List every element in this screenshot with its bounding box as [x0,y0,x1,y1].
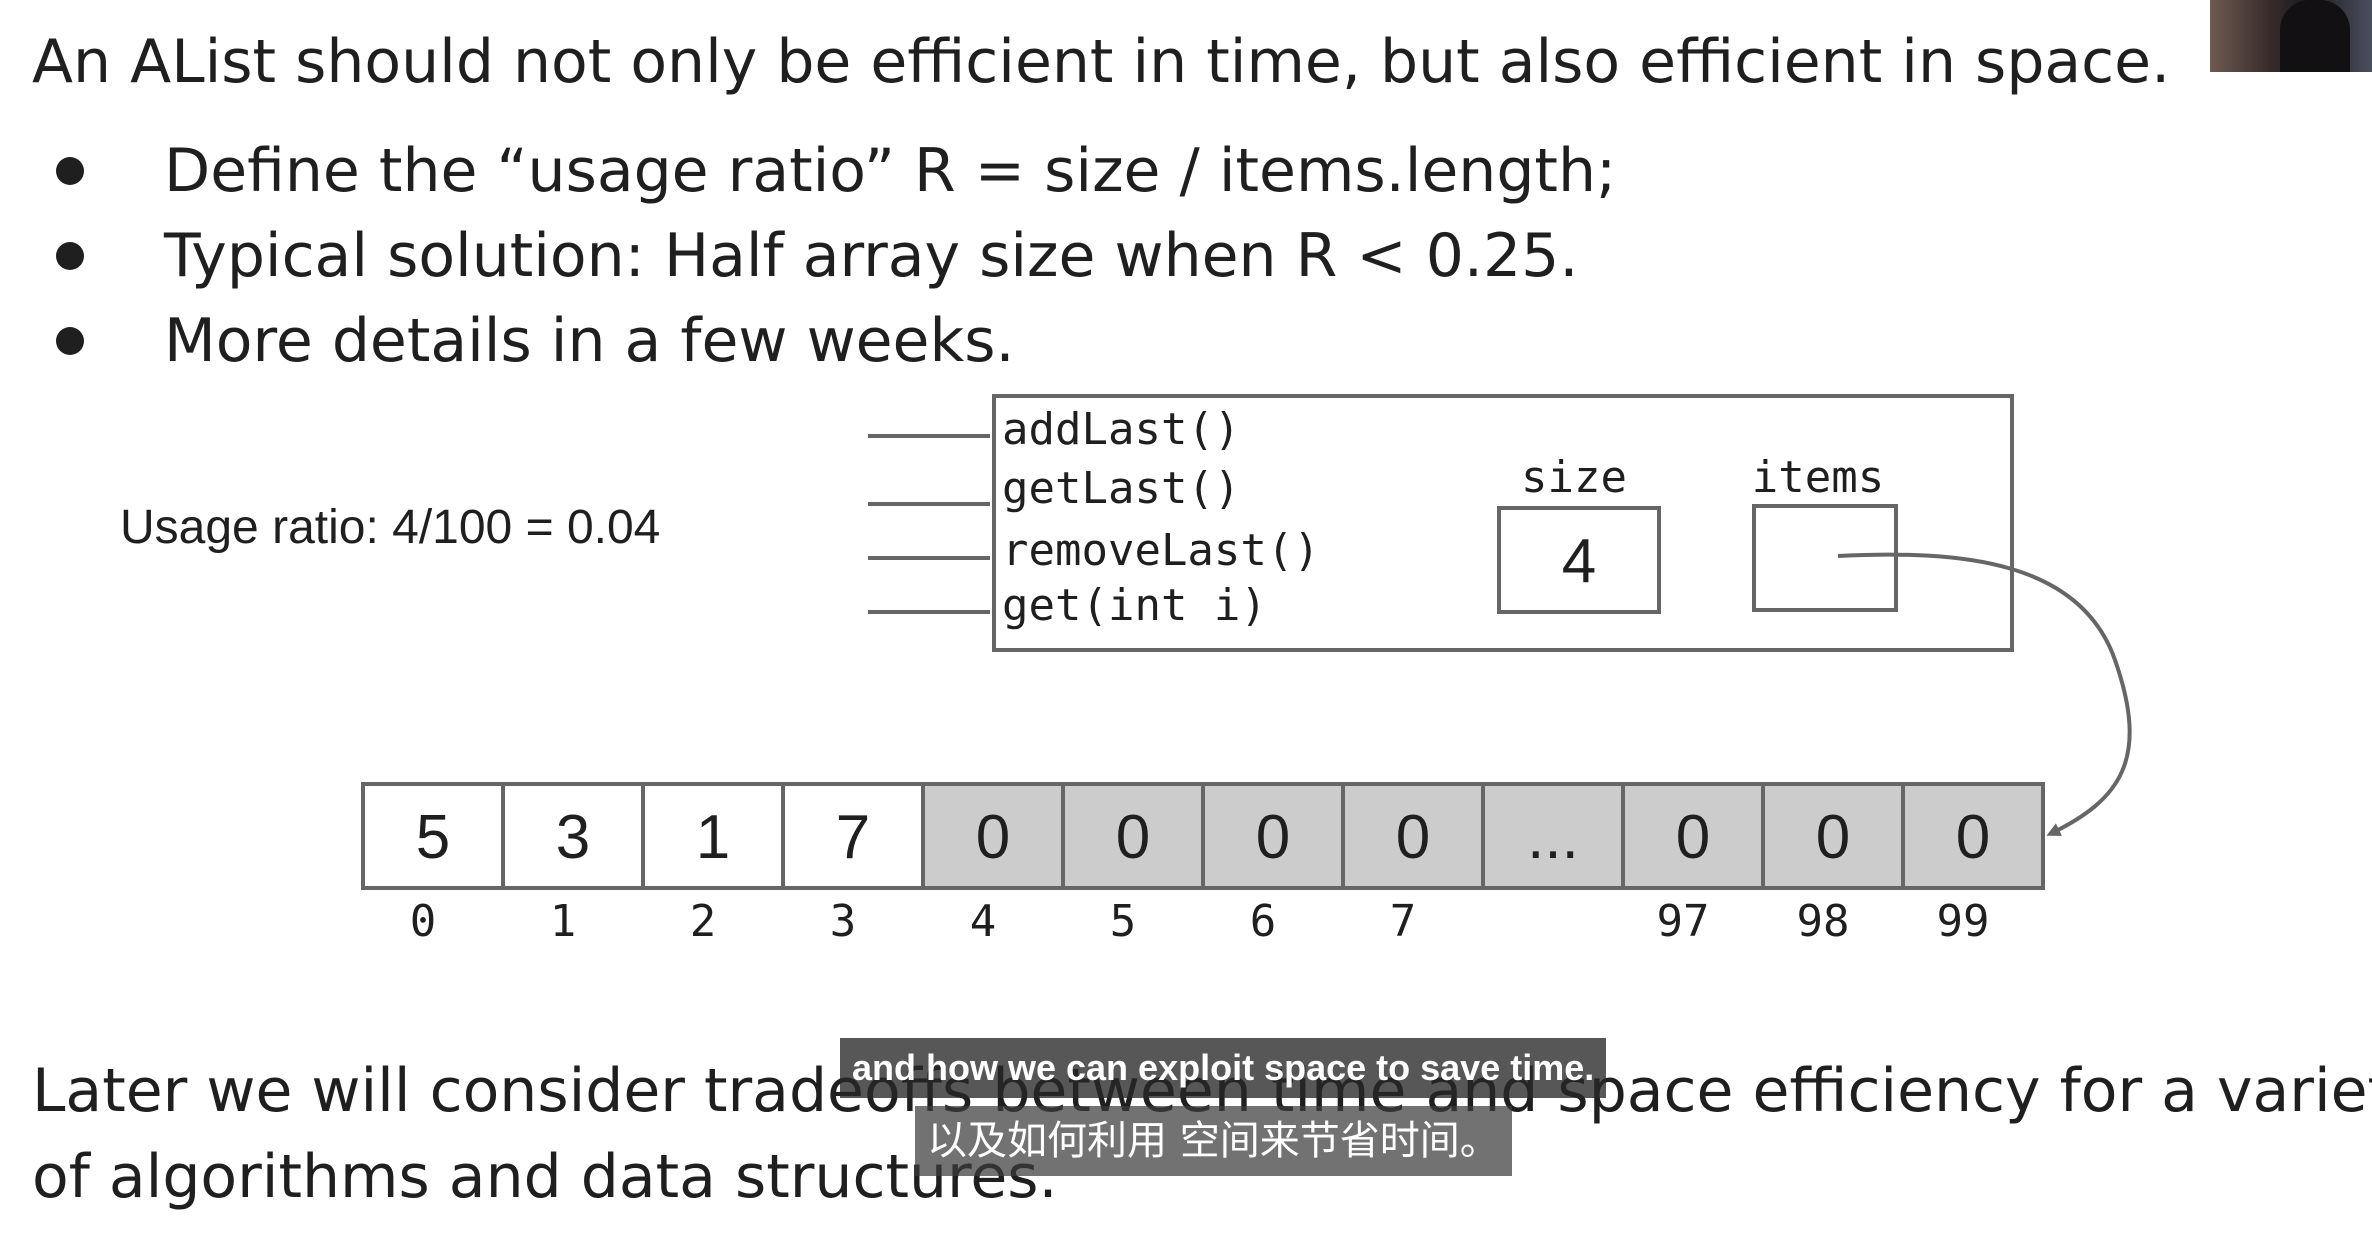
array-cell-value: 3 [556,803,590,872]
array-cell-value: 0 [1676,803,1710,872]
size-field-box [1497,506,1661,614]
bullet-text: Typical solution: Half array size when R… [164,221,1579,291]
bullet-item: More details in a few weeks. [56,298,1015,384]
array-index-label: 3 [830,896,857,947]
array-cell [1481,782,1625,890]
array-cell [781,782,925,890]
slide-heading: An AList should not only be efficient in… [32,27,2171,97]
bullet-dot [56,327,84,355]
array-index-label: 1 [550,896,577,947]
array-index-label: 97 [1657,896,1710,947]
array-cell-value: 0 [1956,803,1990,872]
bottom-paragraph-line: of algorithms and data structures. [32,1142,1058,1212]
items-pointer-arrow [1837,552,2132,836]
array-index-label: 5 [1110,896,1137,947]
array-index-label: 6 [1250,896,1277,947]
method-name: addLast() [1002,404,1240,455]
array-cell-value: 5 [416,803,450,872]
array-cell-value: ... [1527,803,1579,872]
size-field-value: 4 [1562,527,1596,596]
subtitle-english: and how we can exploit space to save tim… [840,1038,1607,1098]
array-cell [1901,782,2045,890]
backing-array: 5 0 3 1 1 2 7 3 0 4 0 5 0 6 0 7... 0 97 0 98 0 99 [361,782,2045,947]
bullet-dot [56,242,84,270]
array-index-label: 99 [1937,896,1990,947]
array-cell-value: 0 [1116,803,1150,872]
method-name: getLast() [1002,463,1240,514]
bullet-item: Define the “usage ratio” R = size / item… [56,128,1616,214]
subtitle-chinese: 以及如何利用 空间来节省时间。 [915,1106,1512,1176]
presenter-silhouette [2280,0,2350,72]
array-cell [1201,782,1345,890]
array-index-label: 7 [1390,896,1417,947]
method-name: get(int i) [1002,580,1267,631]
array-index-label: 2 [690,896,717,947]
array-cell-value: 0 [1816,803,1850,872]
array-cell-value: 7 [836,803,870,872]
items-field-label: items [1752,452,1884,503]
array-cell [641,782,785,890]
bullet-text: More details in a few weeks. [164,306,1015,376]
size-field-label: size [1521,452,1627,503]
method-name: removeLast() [1002,525,1320,576]
bullet-dot [56,157,84,185]
bullet-text: Define the “usage ratio” R = size / item… [164,136,1617,206]
bullet-item: Typical solution: Half array size when R… [56,213,1578,299]
array-cell [361,782,505,890]
array-cell-value: 0 [1396,803,1430,872]
array-index-label: 0 [410,896,437,947]
array-cell [921,782,1065,890]
array-cell-value: 1 [696,803,730,872]
array-cell [1341,782,1485,890]
array-cell-value: 0 [976,803,1010,872]
usage-ratio-label: Usage ratio: 4/100 = 0.04 [120,501,661,554]
array-cell [1061,782,1205,890]
array-cell-value: 0 [1256,803,1290,872]
items-field-box [1752,504,1898,612]
array-index-label: 98 [1797,896,1850,947]
array-index-label: 4 [970,896,997,947]
webcam-thumbnail [2210,0,2372,72]
